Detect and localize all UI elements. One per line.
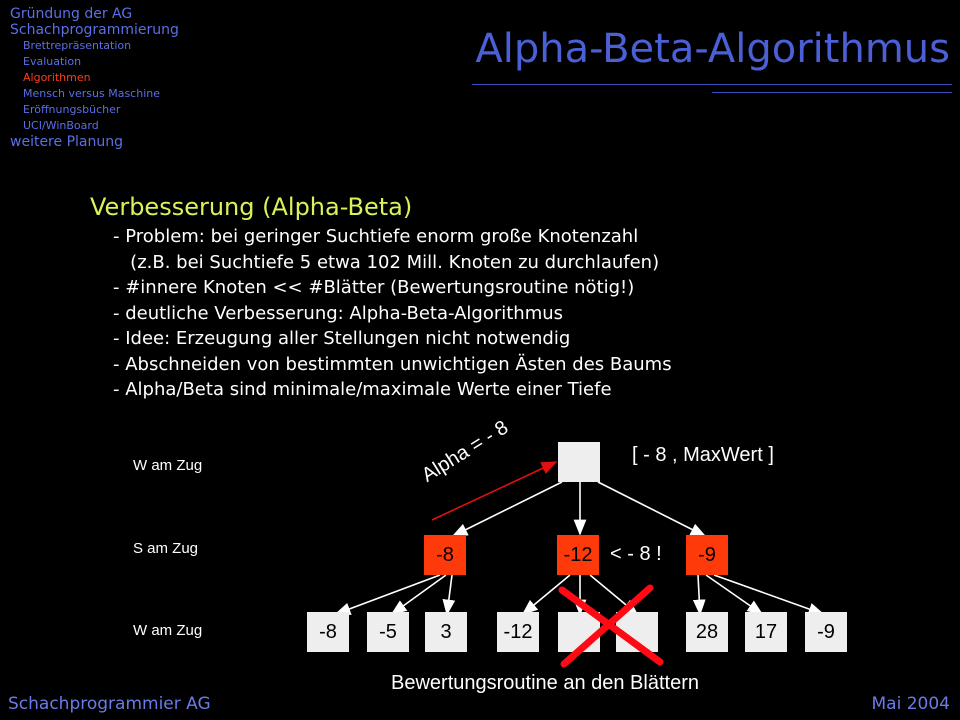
title-underline: [472, 84, 952, 85]
mid-node: -8: [424, 535, 466, 575]
bullet-item: - deutliche Verbesserung: Alpha-Beta-Alg…: [113, 302, 564, 324]
nav-item-evaluation[interactable]: Evaluation: [23, 55, 82, 68]
nav-item-gruendung[interactable]: Gründung der AG: [10, 6, 133, 22]
bullet-item: - Problem: bei geringer Suchtiefe enorm …: [113, 226, 639, 247]
bullet-item: - Idee: Erzeugung aller Stellungen nicht…: [113, 328, 571, 349]
mid-node: -9: [686, 535, 728, 575]
leaf-node-pruned: [558, 612, 600, 652]
nav-item-schachprogrammierung[interactable]: Schachprogrammierung: [10, 22, 179, 38]
slide-title: Alpha-Beta-Algorithmus: [475, 26, 950, 72]
footer-organization: Schachprogrammier AG: [8, 694, 211, 714]
nav-item-uci-winboard[interactable]: UCI/WinBoard: [23, 119, 99, 132]
nav-item-mensch-vs-maschine[interactable]: Mensch versus Maschine: [23, 87, 160, 100]
bullet-item: - Alpha/Beta sind minimale/maximale Wert…: [113, 379, 612, 400]
nav-item-brettrepraesentation[interactable]: Brettrepräsentation: [23, 39, 132, 52]
section-heading: Verbesserung (Alpha-Beta): [90, 193, 413, 221]
bullet-list: - Problem: bei geringer Suchtiefe enorm …: [113, 224, 672, 403]
nav-item-algorithmen[interactable]: Algorithmen: [23, 71, 91, 84]
root-node: [558, 442, 600, 482]
leaf-node: -5: [367, 612, 409, 652]
row-label-w-bottom: W am Zug: [133, 622, 203, 639]
leaf-node: -8: [307, 612, 349, 652]
mid-node: -12: [557, 535, 599, 575]
cutoff-label: < - 8 !: [610, 543, 662, 565]
diagram-caption: Bewertungsroutine an den Blättern: [391, 672, 699, 694]
leaf-node: 17: [745, 612, 787, 652]
outline-nav: Gründung der AG Schachprogrammierung Bre…: [10, 6, 179, 150]
bullet-item: - Abschneiden von bestimmten unwichtigen…: [113, 353, 672, 375]
nav-item-weitere-planung[interactable]: weitere Planung: [10, 134, 123, 150]
bullet-item: - #innere Knoten << #Blätter (Bewertungs…: [113, 277, 635, 298]
leaf-node: 3: [425, 612, 467, 652]
row-label-w-top: W am Zug: [133, 457, 203, 474]
title-underline-short: [712, 92, 952, 93]
bullet-item: (z.B. bei Suchtiefe 5 etwa 102 Mill. Kno…: [113, 251, 660, 273]
leaf-node: 28: [686, 612, 728, 652]
leaf-node: -9: [805, 612, 847, 652]
window-label: [ - 8 , MaxWert ]: [632, 444, 774, 466]
footer-date: Mai 2004: [871, 694, 950, 714]
leaf-node: -12: [497, 612, 539, 652]
row-label-s: S am Zug: [133, 540, 199, 557]
nav-item-eroeffnungsbuecher[interactable]: Eröffnungsbücher: [23, 103, 121, 116]
